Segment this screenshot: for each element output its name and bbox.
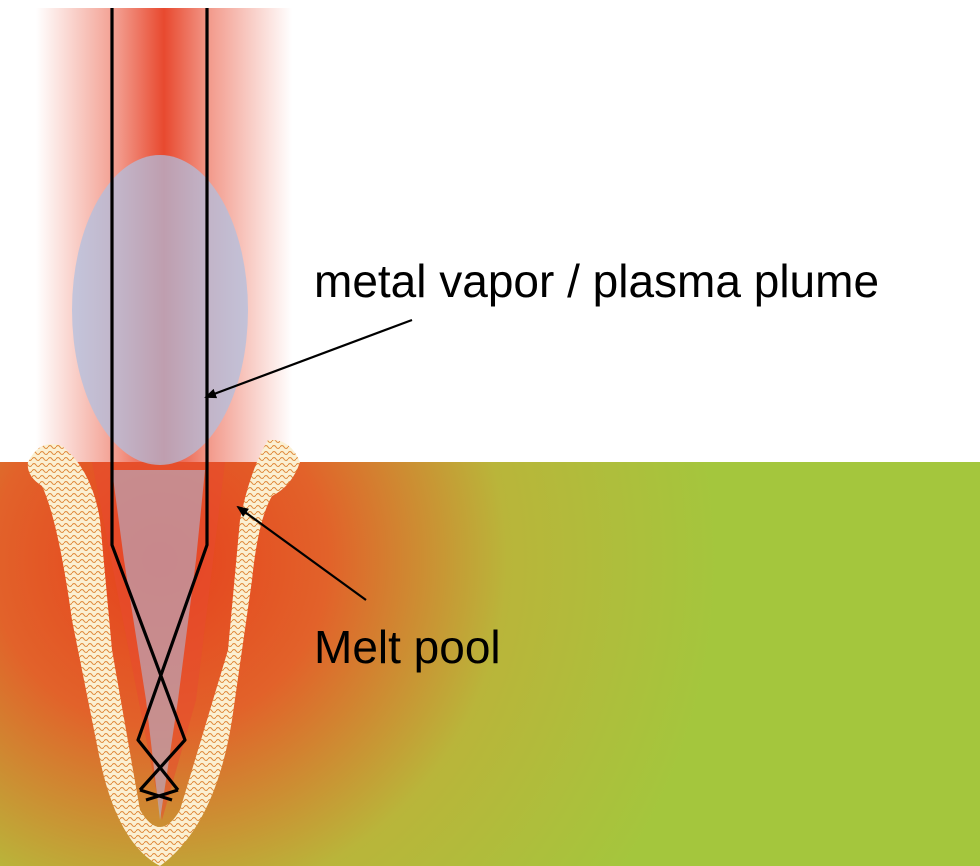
plume-label: metal vapor / plasma plume xyxy=(314,255,880,307)
plume-arrow xyxy=(204,318,413,399)
melt-pool-label: Melt pool xyxy=(314,621,501,673)
plasma-plume xyxy=(72,155,248,465)
keyhole-vapor xyxy=(112,470,205,820)
melt-pool-arrow xyxy=(236,505,367,601)
beam-outline xyxy=(110,8,209,802)
melt-pool xyxy=(27,439,301,866)
